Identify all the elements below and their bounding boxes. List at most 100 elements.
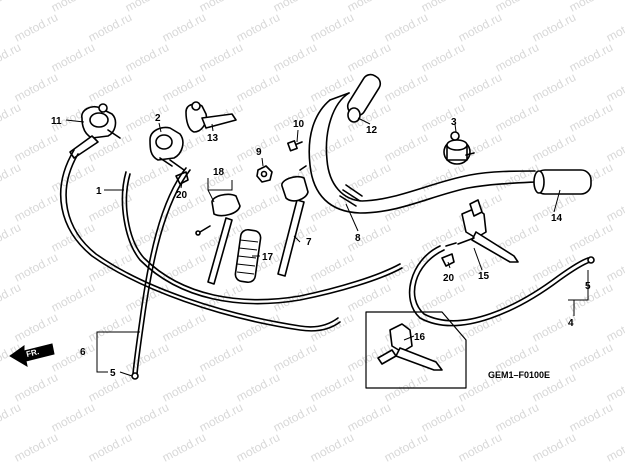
watermark-text: motod.ru [234, 190, 282, 225]
callout-2: 2 [155, 113, 161, 124]
watermark-text: motod.ru [308, 10, 356, 45]
watermark-text: motod.ru [345, 280, 393, 315]
watermark-text: motod.ru [0, 0, 23, 15]
callout-18: 18 [213, 167, 225, 178]
callout-10: 9 [256, 147, 262, 158]
watermark-text: motod.ru [49, 340, 97, 375]
watermark-text: motod.ru [234, 10, 282, 45]
watermark-text: motod.ru [12, 70, 60, 105]
watermark-text: motod.ru [604, 70, 625, 105]
watermark-text: motod.ru [456, 430, 504, 465]
watermark-text: motod.ru [12, 370, 60, 405]
watermark-text: motod.ru [567, 220, 615, 255]
watermark-text: motod.ru [160, 370, 208, 405]
brake-lever [185, 101, 237, 133]
watermark-text: motod.ru [160, 70, 208, 105]
watermark-text: motod.ru [382, 130, 430, 165]
callout-1: 1 [96, 186, 102, 197]
callout-13: 11 [51, 116, 62, 127]
leader-lines [65, 117, 589, 377]
watermark-text: motod.ru [12, 310, 60, 345]
watermark-text: motod.ru [456, 70, 504, 105]
watermark-text: motod.ru [604, 130, 625, 165]
bolt-9 [287, 140, 303, 152]
clutch-lever-holder [69, 103, 121, 159]
engine-stop-switch [443, 131, 475, 165]
watermark-text: motod.ru [123, 0, 171, 15]
callout-6: 6 [80, 347, 86, 358]
watermark-text: motod.ru [419, 400, 467, 435]
watermark-text: motod.ru [197, 0, 245, 15]
watermark-text: motod.ru [345, 400, 393, 435]
watermark-text: motod.ru [0, 160, 23, 195]
watermark-text: motod.ru [160, 310, 208, 345]
watermark-text: motod.ru [197, 400, 245, 435]
watermark-text: motod.ru [123, 400, 171, 435]
watermark-text: motod.ru [419, 280, 467, 315]
watermark-text: motod.ru [419, 0, 467, 15]
watermark-text: motod.ru [0, 400, 23, 435]
watermark-text: motod.ru [123, 340, 171, 375]
handlebar [308, 92, 536, 214]
grip-pipe [277, 165, 309, 277]
callout-15: 15 [478, 271, 490, 282]
watermark-text: motod.ru [456, 10, 504, 45]
throttle-grip-rubber [234, 228, 262, 284]
callout-5-left: 5 [110, 368, 116, 379]
callout-17: 17 [262, 252, 274, 263]
watermark-text: motod.ru [345, 40, 393, 75]
watermark-text: motod.ru [123, 160, 171, 195]
watermark-text: motod.ru [0, 100, 23, 135]
front-direction-label: FR. [25, 347, 40, 359]
watermark-text: motod.ru [567, 100, 615, 135]
watermark-text: motod.ru [604, 250, 625, 285]
watermark-text: motod.ru [271, 400, 319, 435]
watermark-text: motod.ru [49, 40, 97, 75]
watermark-text: motod.ru [493, 100, 541, 135]
watermark-text: motod.ru [493, 40, 541, 75]
watermark-text: motod.ru [49, 0, 97, 15]
watermark-text: motod.ru [530, 70, 578, 105]
throttle-housing [149, 126, 185, 171]
callout-5-right: 5 [585, 281, 591, 292]
watermark-text: motod.ru [86, 10, 134, 45]
watermark-text: motod.ru [0, 220, 23, 255]
watermark-text: motod.ru [308, 190, 356, 225]
watermark-text: motod.ru [345, 220, 393, 255]
watermark-text: motod.ru [271, 40, 319, 75]
watermark-text: motod.ru [49, 400, 97, 435]
watermark-text: motod.ru [530, 130, 578, 165]
watermark-text: motod.ru [604, 310, 625, 345]
watermark-text: motod.ru [604, 190, 625, 225]
watermark-text: motod.ru [382, 430, 430, 465]
watermark-text: motod.ru [419, 100, 467, 135]
watermark-text: motod.ru [197, 40, 245, 75]
callout-14: 12 [366, 125, 378, 136]
left-grip [346, 73, 382, 123]
callout-4: 4 [568, 318, 574, 329]
watermark-text: motod.ru [604, 430, 625, 465]
watermark-text: motod.ru [567, 40, 615, 75]
watermark-text: motod.ru [160, 430, 208, 465]
watermark-text: motod.ru [0, 40, 23, 75]
watermark-text: motod.ru [86, 310, 134, 345]
watermark-text: motod.ru [567, 400, 615, 435]
watermark-text: motod.ru [493, 0, 541, 15]
callout-16: 16 [414, 332, 426, 343]
watermark-text: motod.ru [308, 250, 356, 285]
watermark-text: motod.ru [604, 10, 625, 45]
watermark-text: motod.ru [382, 190, 430, 225]
watermark-text: motod.ru [49, 280, 97, 315]
watermark-text: motod.ru [530, 10, 578, 45]
watermark-text: motod.ru [530, 430, 578, 465]
watermark-text: motod.ru [382, 370, 430, 405]
nut-10 [256, 165, 273, 183]
watermark-text: motod.ru [234, 370, 282, 405]
watermark-text: motod.ru [345, 0, 393, 15]
watermark-text: motod.ru [567, 340, 615, 375]
inset-lever-view [365, 311, 467, 389]
watermark-text: motod.ru [12, 430, 60, 465]
watermark-text: motod.ru [123, 40, 171, 75]
